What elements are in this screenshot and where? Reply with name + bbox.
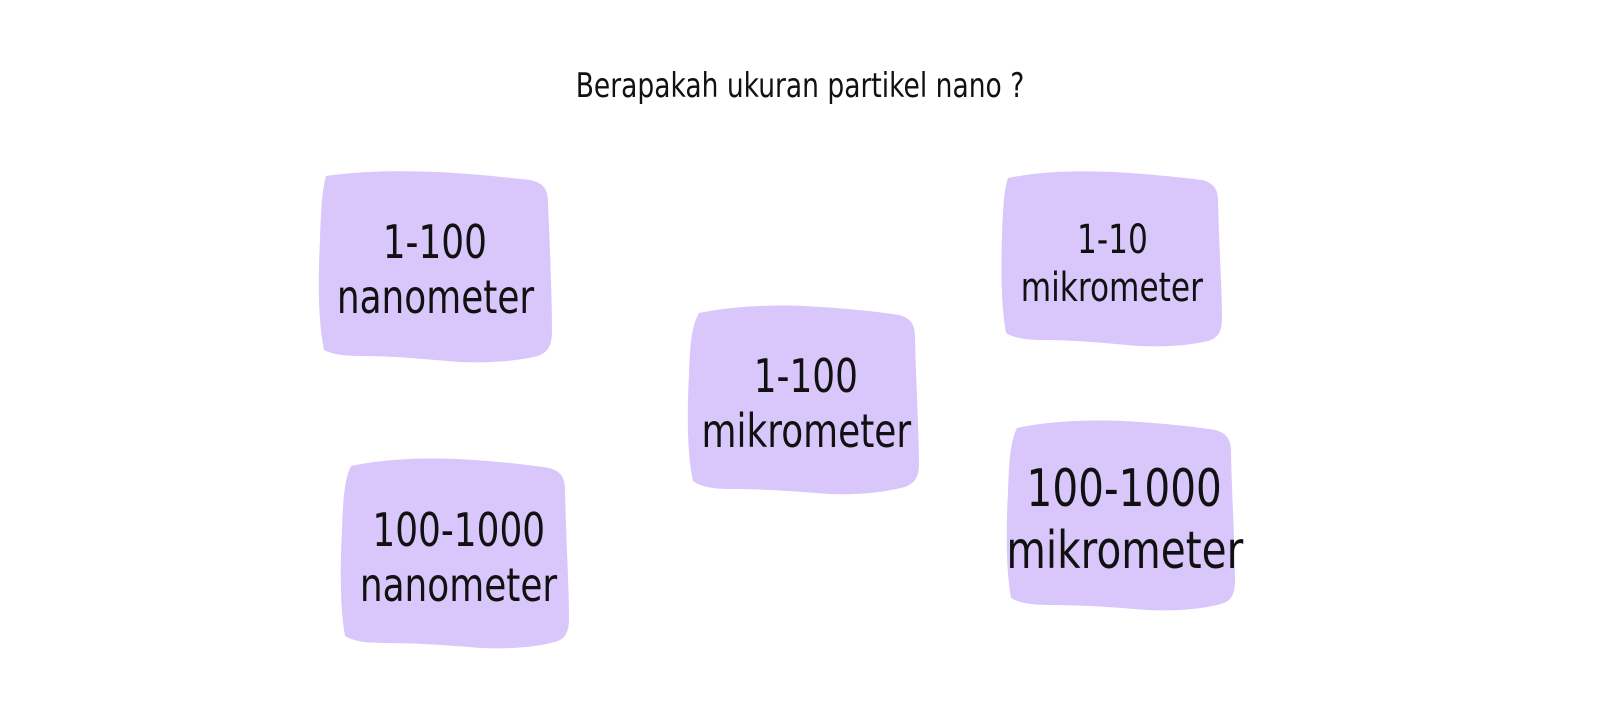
option-unit: mikrometer bbox=[701, 404, 911, 458]
answer-option-1-100-mikrometer[interactable]: 1-100 mikrometer bbox=[683, 305, 929, 503]
option-card-shape bbox=[1006, 420, 1235, 611]
option-unit: mikrometer bbox=[1006, 521, 1243, 581]
option-unit: nanometer bbox=[336, 270, 534, 324]
option-value: 1-10 bbox=[1076, 217, 1148, 263]
option-card-shape bbox=[340, 458, 569, 649]
option-value: 100-1000 bbox=[1026, 458, 1223, 519]
question-title: Berapakah ukuran partikel nano ? bbox=[575, 66, 1025, 106]
option-value: 100-1000 bbox=[372, 502, 545, 557]
option-card-shape bbox=[318, 171, 552, 363]
option-card-shape bbox=[1001, 171, 1222, 347]
option-unit: mikrometer bbox=[1020, 265, 1204, 311]
option-value: 1-100 bbox=[753, 348, 859, 403]
answer-option-1-100-nanometer[interactable]: 1-100 nanometer bbox=[312, 170, 558, 370]
answer-option-1-10-mikrometer[interactable]: 1-10 mikrometer bbox=[996, 170, 1228, 354]
answer-option-100-1000-mikrometer[interactable]: 100-1000 mikrometer bbox=[1003, 420, 1246, 620]
option-card-shape bbox=[687, 305, 919, 495]
option-value: 1-100 bbox=[382, 214, 488, 269]
answer-option-100-1000-nanometer[interactable]: 100-1000 nanometer bbox=[337, 458, 580, 658]
option-unit: nanometer bbox=[359, 558, 558, 612]
